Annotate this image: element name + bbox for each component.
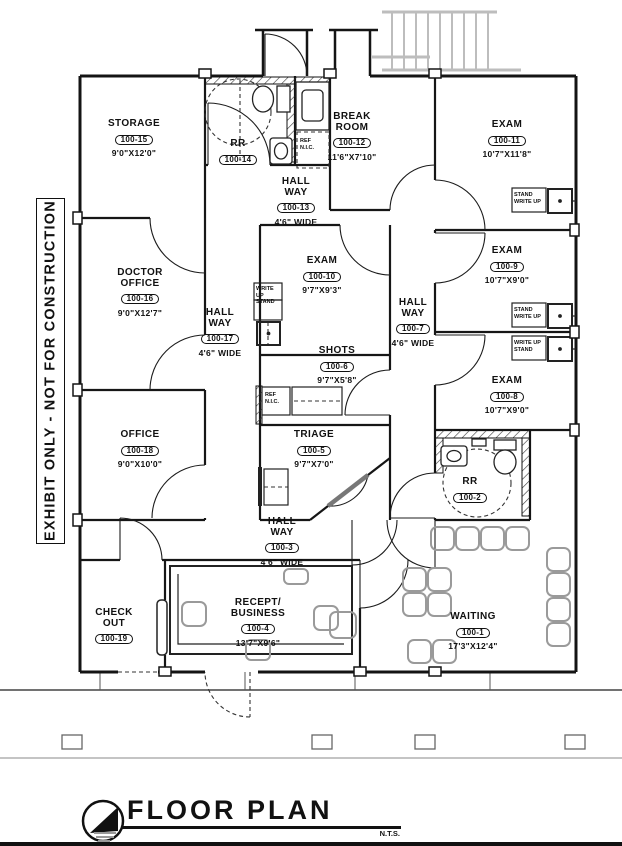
room-dims: 9'0"X12'0" [111, 148, 157, 159]
room-dims: 9'7"X7'0" [294, 459, 334, 470]
room-dims: 4'6" WIDE [198, 347, 242, 358]
room-name: EXAM [306, 255, 338, 266]
room-label-exam-8: EXAM 100-8 10'7"X9'0" [462, 375, 552, 416]
room-label-hallway-3: HALL WAY 100-3 4'6" WIDE [248, 516, 316, 567]
scale-note: N.T.S. [379, 829, 400, 838]
room-label-storage: STORAGE 100-15 9'0"X12'0" [86, 118, 182, 159]
room-dims: 4'6" WIDE [391, 337, 435, 348]
room-dims: 4'6" WIDE [260, 556, 304, 567]
plumbing-fixtures [251, 81, 517, 475]
room-dims: 11'6"X7'10" [327, 151, 377, 162]
room-name: RR [230, 138, 246, 149]
room-name: RECEPT/ BUSINESS [230, 597, 286, 619]
room-label-doctor-office: DOCTOR OFFICE 100-16 9'0"X12'7" [92, 267, 188, 318]
room-number: 100-15 [114, 134, 154, 145]
room-name: EXAM [491, 245, 523, 256]
casework-fixtures [156, 187, 576, 656]
north-arrow-logo [81, 799, 125, 843]
room-label-rr-2: RR 100-2 [438, 476, 502, 504]
title-underline [121, 826, 401, 829]
write-up-stand-note: WRITE UP STAND [256, 286, 275, 306]
room-number: 100-14 [218, 154, 258, 165]
room-label-exam-11: EXAM 100-11 10'7"X11'8" [462, 119, 552, 160]
room-dims: 9'0"X12'7" [117, 307, 163, 318]
room-label-break-room: BREAK ROOM 100-12 11'6"X7'10" [312, 111, 392, 162]
room-name: WAITING [450, 611, 496, 622]
room-dims: 9'0"X10'0" [117, 459, 163, 470]
room-label-rr-14: RR 100-14 [206, 138, 270, 166]
room-number: 100-2 [453, 492, 487, 503]
room-label-shots: SHOTS 100-6 9'7"X5'8" [300, 345, 374, 386]
room-number: 100-7 [396, 324, 430, 335]
room-dims: 10'7"X9'0" [484, 275, 530, 286]
room-name: HALL WAY [281, 176, 311, 198]
room-dims: 10'7"X11'8" [482, 149, 532, 160]
room-name: OFFICE [120, 429, 160, 440]
stairs [372, 10, 521, 72]
room-number: 100-4 [241, 624, 275, 635]
room-dims: 10'7"X9'0" [484, 405, 530, 416]
exterior-walls [78, 28, 578, 674]
room-label-exam-10: EXAM 100-10 9'7"X9'3" [282, 255, 362, 296]
room-number: 100-6 [320, 361, 354, 372]
room-label-check-out: CHECK OUT 100-19 [82, 607, 146, 646]
room-name: TRIAGE [293, 429, 335, 440]
room-label-recept-business: RECEPT/ BUSINESS 100-4 13'7"X9'6" [216, 597, 300, 648]
room-name: BREAK ROOM [333, 111, 371, 133]
room-number: 100-11 [487, 135, 527, 146]
room-label-exam-9: EXAM 100-9 10'7"X9'0" [462, 245, 552, 286]
door-swings [119, 33, 486, 609]
room-name: RR [462, 476, 478, 487]
room-label-hallway-13: HALL WAY 100-13 4'6" WIDE [262, 176, 330, 227]
room-name: CHECK OUT [95, 607, 133, 629]
ref-nic-note: REF N.I.C. [265, 392, 280, 405]
exhibit-banner: EXHIBIT ONLY - NOT FOR CONSTRUCTION [36, 198, 65, 544]
room-number: 100-16 [120, 294, 160, 305]
room-name: EXAM [491, 375, 523, 386]
wall-hatching [204, 76, 531, 517]
room-label-hallway-7: HALL WAY 100-7 4'6" WIDE [380, 297, 446, 348]
dashed-elements [118, 78, 512, 718]
room-dims: 13'7"X9'6" [235, 637, 281, 648]
room-label-waiting: WAITING 100-1 17'3"X12'4" [426, 611, 520, 652]
exhibit-banner-text: EXHIBIT ONLY - NOT FOR CONSTRUCTION [42, 200, 59, 542]
room-number: 100-17 [200, 334, 240, 345]
furniture-chairs [181, 526, 571, 664]
room-label-hallway-17: HALL WAY 100-17 4'6" WIDE [186, 307, 254, 358]
room-name: SHOTS [318, 345, 356, 356]
wall-pilasters [72, 68, 580, 677]
room-number: 100-18 [120, 445, 160, 456]
room-number: 100-8 [490, 391, 524, 402]
room-number: 100-9 [490, 261, 524, 272]
drawing-title: FLOOR PLAN [127, 795, 333, 825]
room-number: 100-1 [456, 627, 490, 638]
stand-write-up-note: STAND WRITE UP [514, 192, 541, 205]
room-name: STORAGE [107, 118, 161, 129]
room-number: 100-5 [297, 445, 331, 456]
room-name: DOCTOR OFFICE [117, 267, 163, 289]
room-number: 100-13 [276, 203, 316, 214]
room-name: EXAM [491, 119, 523, 130]
room-number: 100-10 [302, 271, 342, 282]
room-name: HALL WAY [205, 307, 235, 329]
ref-nic-note: REF N.I.C. [300, 138, 315, 151]
room-dims: 9'7"X9'3" [302, 285, 342, 296]
sheet-border [0, 842, 622, 846]
room-dims: 4'6" WIDE [274, 216, 318, 227]
room-number: 100-3 [265, 543, 299, 554]
room-label-office: OFFICE 100-18 9'0"X10'0" [94, 429, 186, 470]
write-up-stand-note: WRITE UP STAND [514, 340, 541, 353]
room-number: 100-12 [332, 138, 372, 149]
room-number: 100-19 [94, 634, 134, 645]
site-lines [0, 672, 622, 759]
stand-write-up-note: STAND WRITE UP [514, 307, 541, 320]
room-dims: 17'3"X12'4" [448, 641, 498, 652]
room-label-triage: TRIAGE 100-5 9'7"X7'0" [274, 429, 354, 470]
room-name: HALL WAY [398, 297, 428, 319]
room-name: HALL WAY [267, 516, 297, 538]
room-dims: 9'7"X5'8" [317, 375, 357, 386]
